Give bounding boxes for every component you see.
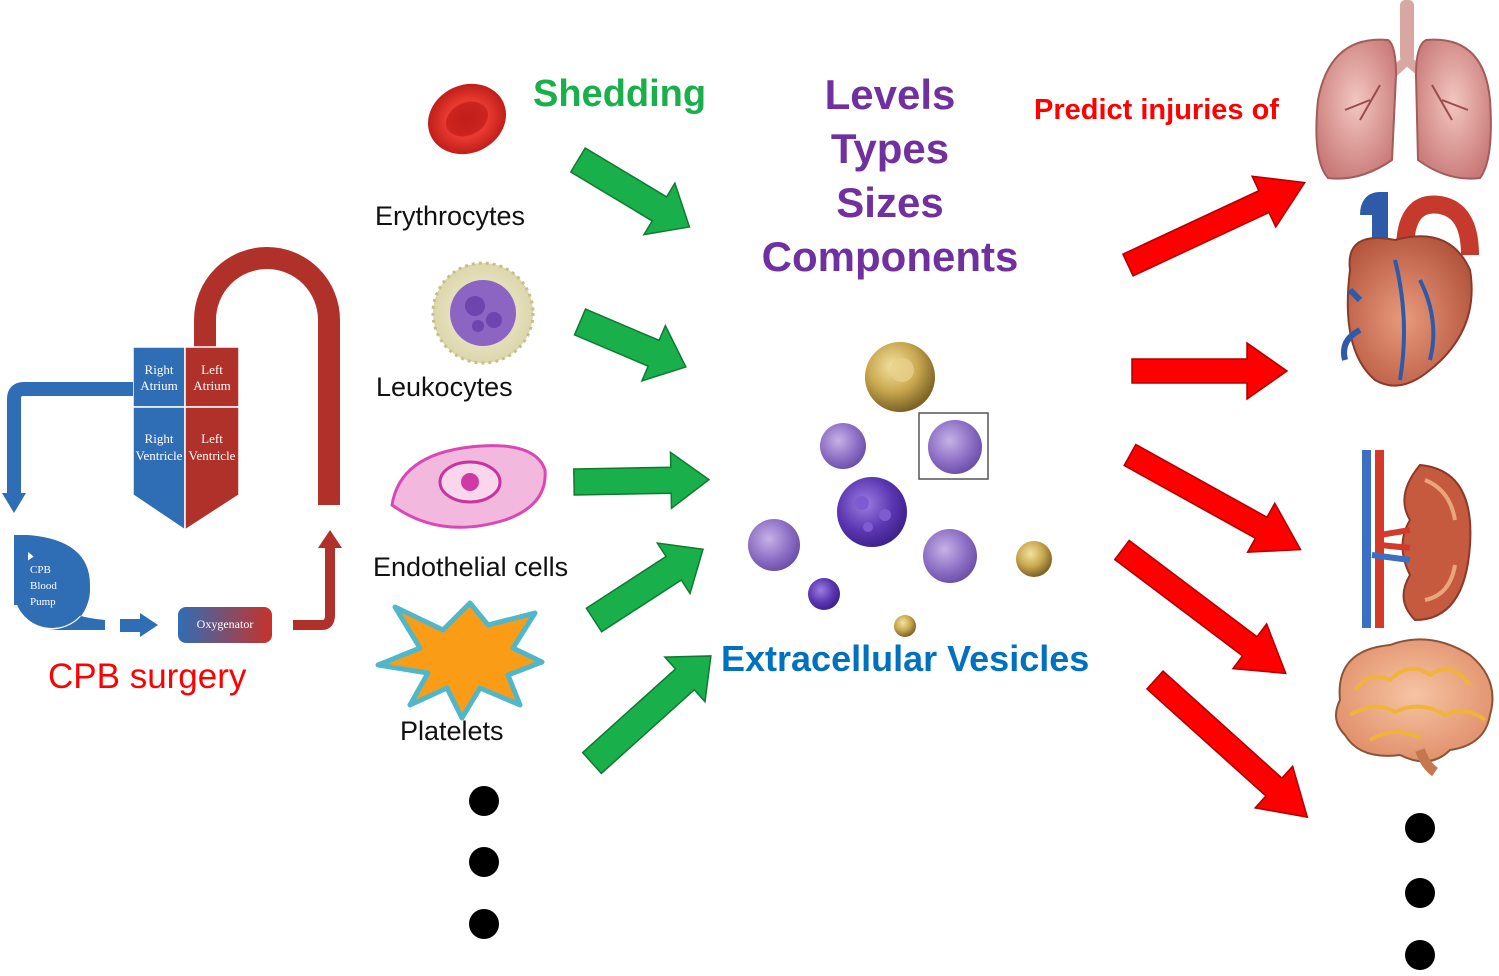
right-ventricle-label: Right Ventricle bbox=[135, 431, 183, 463]
green-arrow-4 bbox=[585, 542, 704, 633]
left-ventricle-label: Left Ventricle bbox=[188, 431, 236, 463]
erythrocytes-label: Erythrocytes bbox=[375, 201, 526, 231]
red-arrow-5 bbox=[1145, 670, 1309, 819]
violet-vesicle bbox=[748, 519, 800, 571]
ellipsis-dot-right bbox=[1405, 878, 1435, 908]
ellipsis-dot-left bbox=[469, 786, 499, 816]
erythrocyte-image bbox=[428, 83, 506, 155]
predict-label: Predict injuries of bbox=[1034, 94, 1279, 126]
green-arrow-3 bbox=[573, 450, 711, 510]
venous-arrowhead bbox=[2, 493, 26, 513]
platelet-image bbox=[375, 600, 545, 721]
shedding-arrows bbox=[569, 146, 712, 775]
cpb-circuit bbox=[2, 247, 342, 643]
lungs-icon bbox=[1315, 0, 1492, 180]
kidney-icon bbox=[1362, 450, 1472, 628]
green-arrow-5 bbox=[581, 655, 712, 775]
property-types: Types bbox=[830, 125, 950, 172]
red-arrow-3 bbox=[1123, 443, 1302, 554]
gold-vesicle-tiny bbox=[894, 615, 916, 637]
violet-vesicle bbox=[923, 529, 977, 583]
shedding-label: Shedding bbox=[533, 73, 707, 115]
ellipsis-dot-left bbox=[469, 909, 499, 939]
venous-line bbox=[7, 382, 133, 495]
prediction-arrows bbox=[1113, 175, 1309, 819]
aorta-label: Aorta bbox=[250, 276, 278, 290]
red-arrow-4 bbox=[1113, 539, 1287, 675]
green-arrow-2 bbox=[573, 308, 687, 383]
pump-arrowhead bbox=[140, 613, 158, 637]
ellipsis-dot-right bbox=[1405, 940, 1435, 970]
ellipsis-dot-right bbox=[1405, 813, 1435, 843]
left-atrium-label: Left Atrium bbox=[193, 362, 231, 393]
gold-vesicle-small bbox=[1016, 541, 1052, 577]
property-levels: Levels bbox=[824, 71, 956, 118]
ev-label: Extracellular Vesicles bbox=[721, 638, 1090, 679]
endothelial-label: Endothelial cells bbox=[373, 552, 569, 582]
red-arrow-2 bbox=[1131, 341, 1289, 401]
oxygenator-label: Oxygenator bbox=[196, 617, 254, 631]
property-components: Components bbox=[761, 233, 1019, 280]
ellipsis-dot-left bbox=[469, 847, 499, 877]
right-ventricle-chamber bbox=[132, 406, 186, 532]
green-arrow-1 bbox=[569, 146, 691, 236]
oxygenator-box bbox=[178, 607, 272, 643]
left-ventricle-chamber bbox=[184, 406, 240, 532]
heart-icon bbox=[1341, 191, 1479, 387]
violet-vesicle bbox=[928, 420, 982, 474]
property-sizes: Sizes bbox=[836, 179, 944, 226]
highlight-box bbox=[918, 412, 989, 480]
arterial-arrowhead bbox=[318, 530, 342, 548]
brain-icon bbox=[1335, 638, 1494, 777]
cpb-caption: CPB surgery bbox=[48, 657, 247, 696]
platelets-label: Platelets bbox=[400, 716, 504, 746]
dark-vesicle-large bbox=[837, 477, 907, 547]
ev-properties-list: Levels Types Sizes Components bbox=[740, 68, 1040, 284]
endothelial-cell-image bbox=[390, 444, 547, 529]
dark-vesicle-small bbox=[808, 578, 840, 610]
red-arrow-1 bbox=[1121, 175, 1307, 277]
arterial-line bbox=[293, 545, 335, 630]
aorta-arch bbox=[194, 247, 340, 505]
leukocytes-label: Leukocytes bbox=[376, 372, 513, 402]
left-atrium-chamber bbox=[184, 346, 240, 408]
violet-vesicle bbox=[820, 423, 866, 469]
right-atrium-label: Right Atrium bbox=[140, 362, 178, 393]
leukocyte-image bbox=[431, 261, 535, 365]
vesicle-cluster bbox=[748, 342, 1052, 637]
pump-label: CPB Blood Pump bbox=[30, 564, 57, 608]
